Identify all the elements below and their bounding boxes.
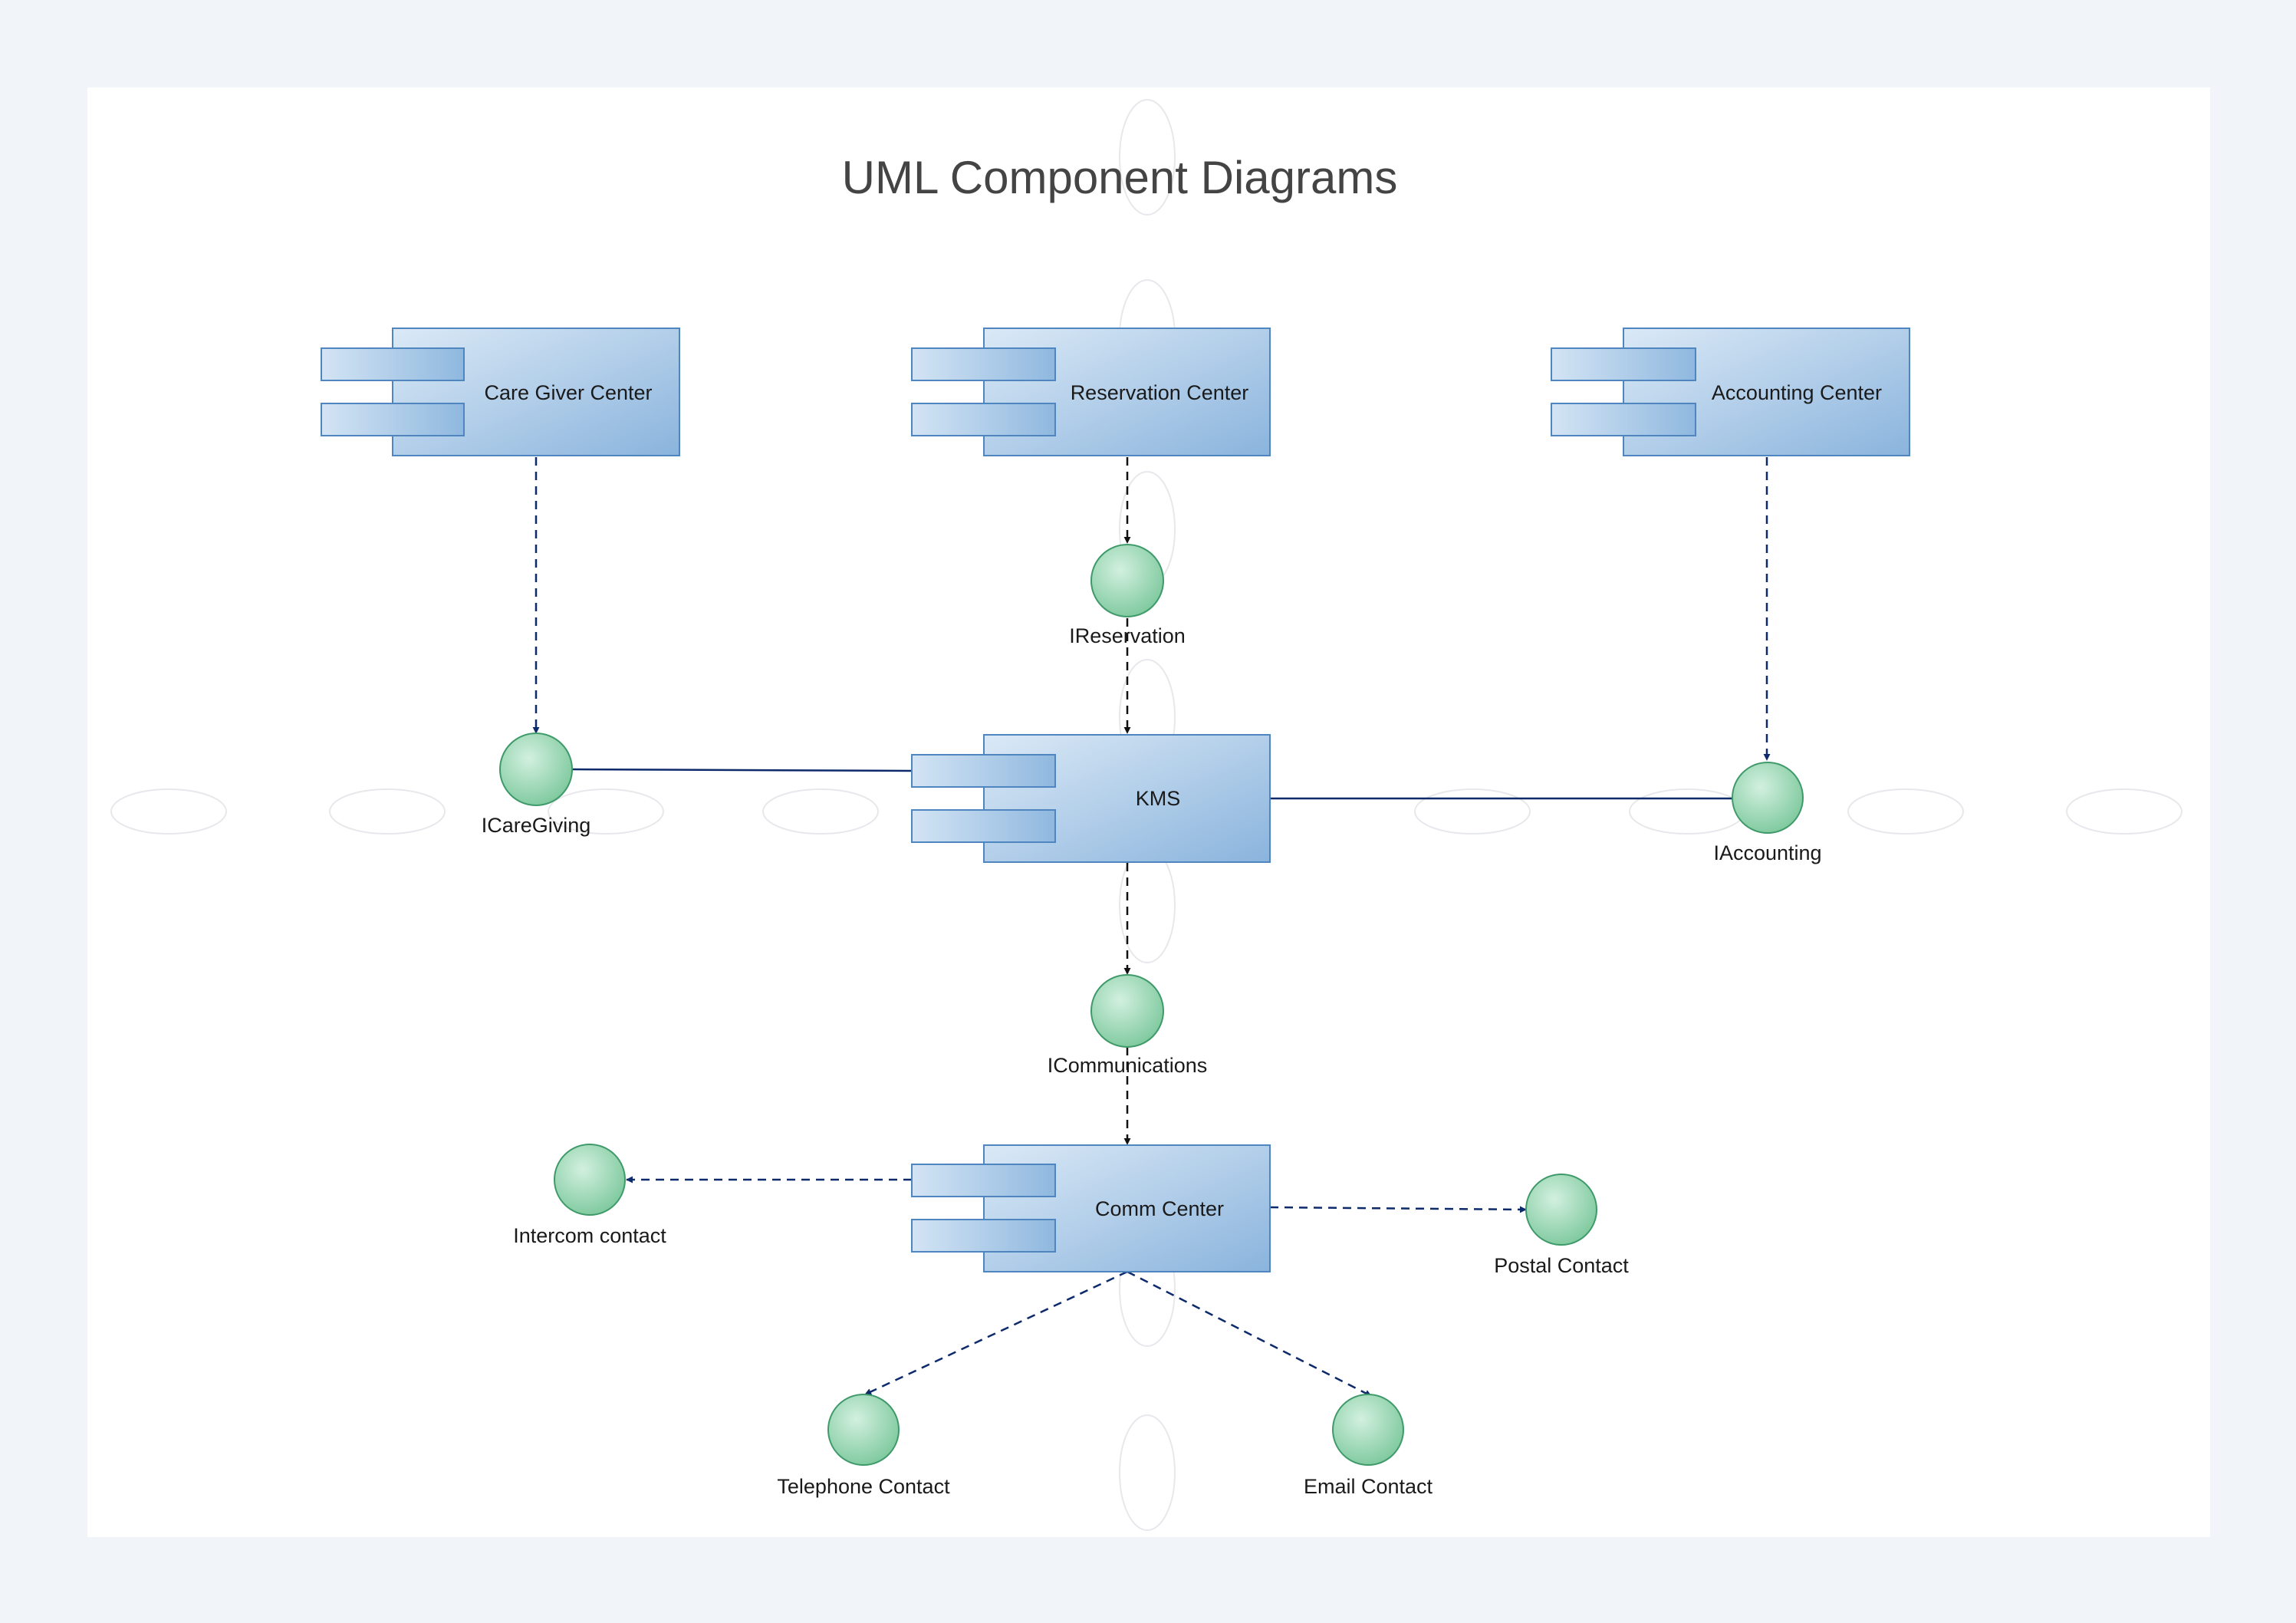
interface-intercom-contact[interactable]: Intercom contact (513, 1144, 666, 1247)
interface-telephone-contact[interactable]: Telephone Contact (777, 1394, 950, 1498)
guide-ovals (110, 99, 2183, 1531)
interface-label: Postal Contact (1494, 1254, 1629, 1277)
component-label: Reservation Center (1071, 381, 1249, 404)
connector-commcenter-to-email (1127, 1270, 1372, 1397)
interface-circle-icon (1090, 974, 1164, 1048)
component-kms[interactable]: KMS (911, 734, 1271, 863)
interface-postal-contact[interactable]: Postal Contact (1494, 1174, 1629, 1277)
component-accounting-center[interactable]: Accounting Center (1551, 328, 1910, 456)
component-label: Comm Center (1095, 1197, 1224, 1220)
interface-label: IReservation (1069, 624, 1186, 647)
component-label: Care Giver Center (484, 381, 652, 404)
component-port-icon (911, 1219, 1056, 1253)
interface-label: IAccounting (1713, 841, 1821, 864)
component-port-icon (321, 347, 465, 381)
interface-circle-icon (499, 732, 573, 806)
component-reservation-center[interactable]: Reservation Center (911, 328, 1271, 456)
component-port-icon (1551, 347, 1696, 381)
component-label: KMS (1136, 787, 1181, 810)
interface-ireservation[interactable]: IReservation (1069, 544, 1186, 647)
interface-icaregiving[interactable]: ICareGiving (482, 732, 591, 837)
interface-circle-icon (1732, 762, 1804, 834)
connector-commcenter-to-telephone (864, 1270, 1128, 1396)
interface-label: ICareGiving (482, 814, 591, 837)
component-port-icon (321, 403, 465, 436)
component-port-icon (911, 809, 1056, 843)
interface-label: Email Contact (1304, 1475, 1433, 1498)
component-port-icon (911, 1164, 1056, 1197)
interface-iaccounting[interactable]: IAccounting (1713, 762, 1822, 864)
interface-label: Telephone Contact (777, 1475, 950, 1498)
interface-circle-icon (1525, 1174, 1597, 1246)
interface-circle-icon (554, 1144, 626, 1216)
component-port-icon (911, 403, 1056, 436)
interface-icommunications[interactable]: ICommunications (1048, 974, 1208, 1077)
interface-circle-icon (827, 1394, 900, 1466)
component-label: Accounting Center (1712, 381, 1882, 404)
page-title: UML Component Diagrams (842, 152, 1398, 203)
connector-icaregiving-kms (571, 768, 913, 772)
interface-circle-icon (1332, 1394, 1404, 1466)
interface-circle-icon (1090, 544, 1164, 617)
component-comm-center[interactable]: Comm Center (911, 1144, 1271, 1272)
component-port-icon (911, 347, 1056, 381)
component-body (983, 734, 1271, 863)
component-port-icon (911, 754, 1056, 788)
interface-label: Intercom contact (513, 1224, 666, 1247)
component-port-icon (1551, 403, 1696, 436)
interface-email-contact[interactable]: Email Contact (1304, 1394, 1433, 1498)
component-care-giver-center[interactable]: Care Giver Center (321, 328, 680, 456)
interface-label: ICommunications (1048, 1054, 1208, 1077)
